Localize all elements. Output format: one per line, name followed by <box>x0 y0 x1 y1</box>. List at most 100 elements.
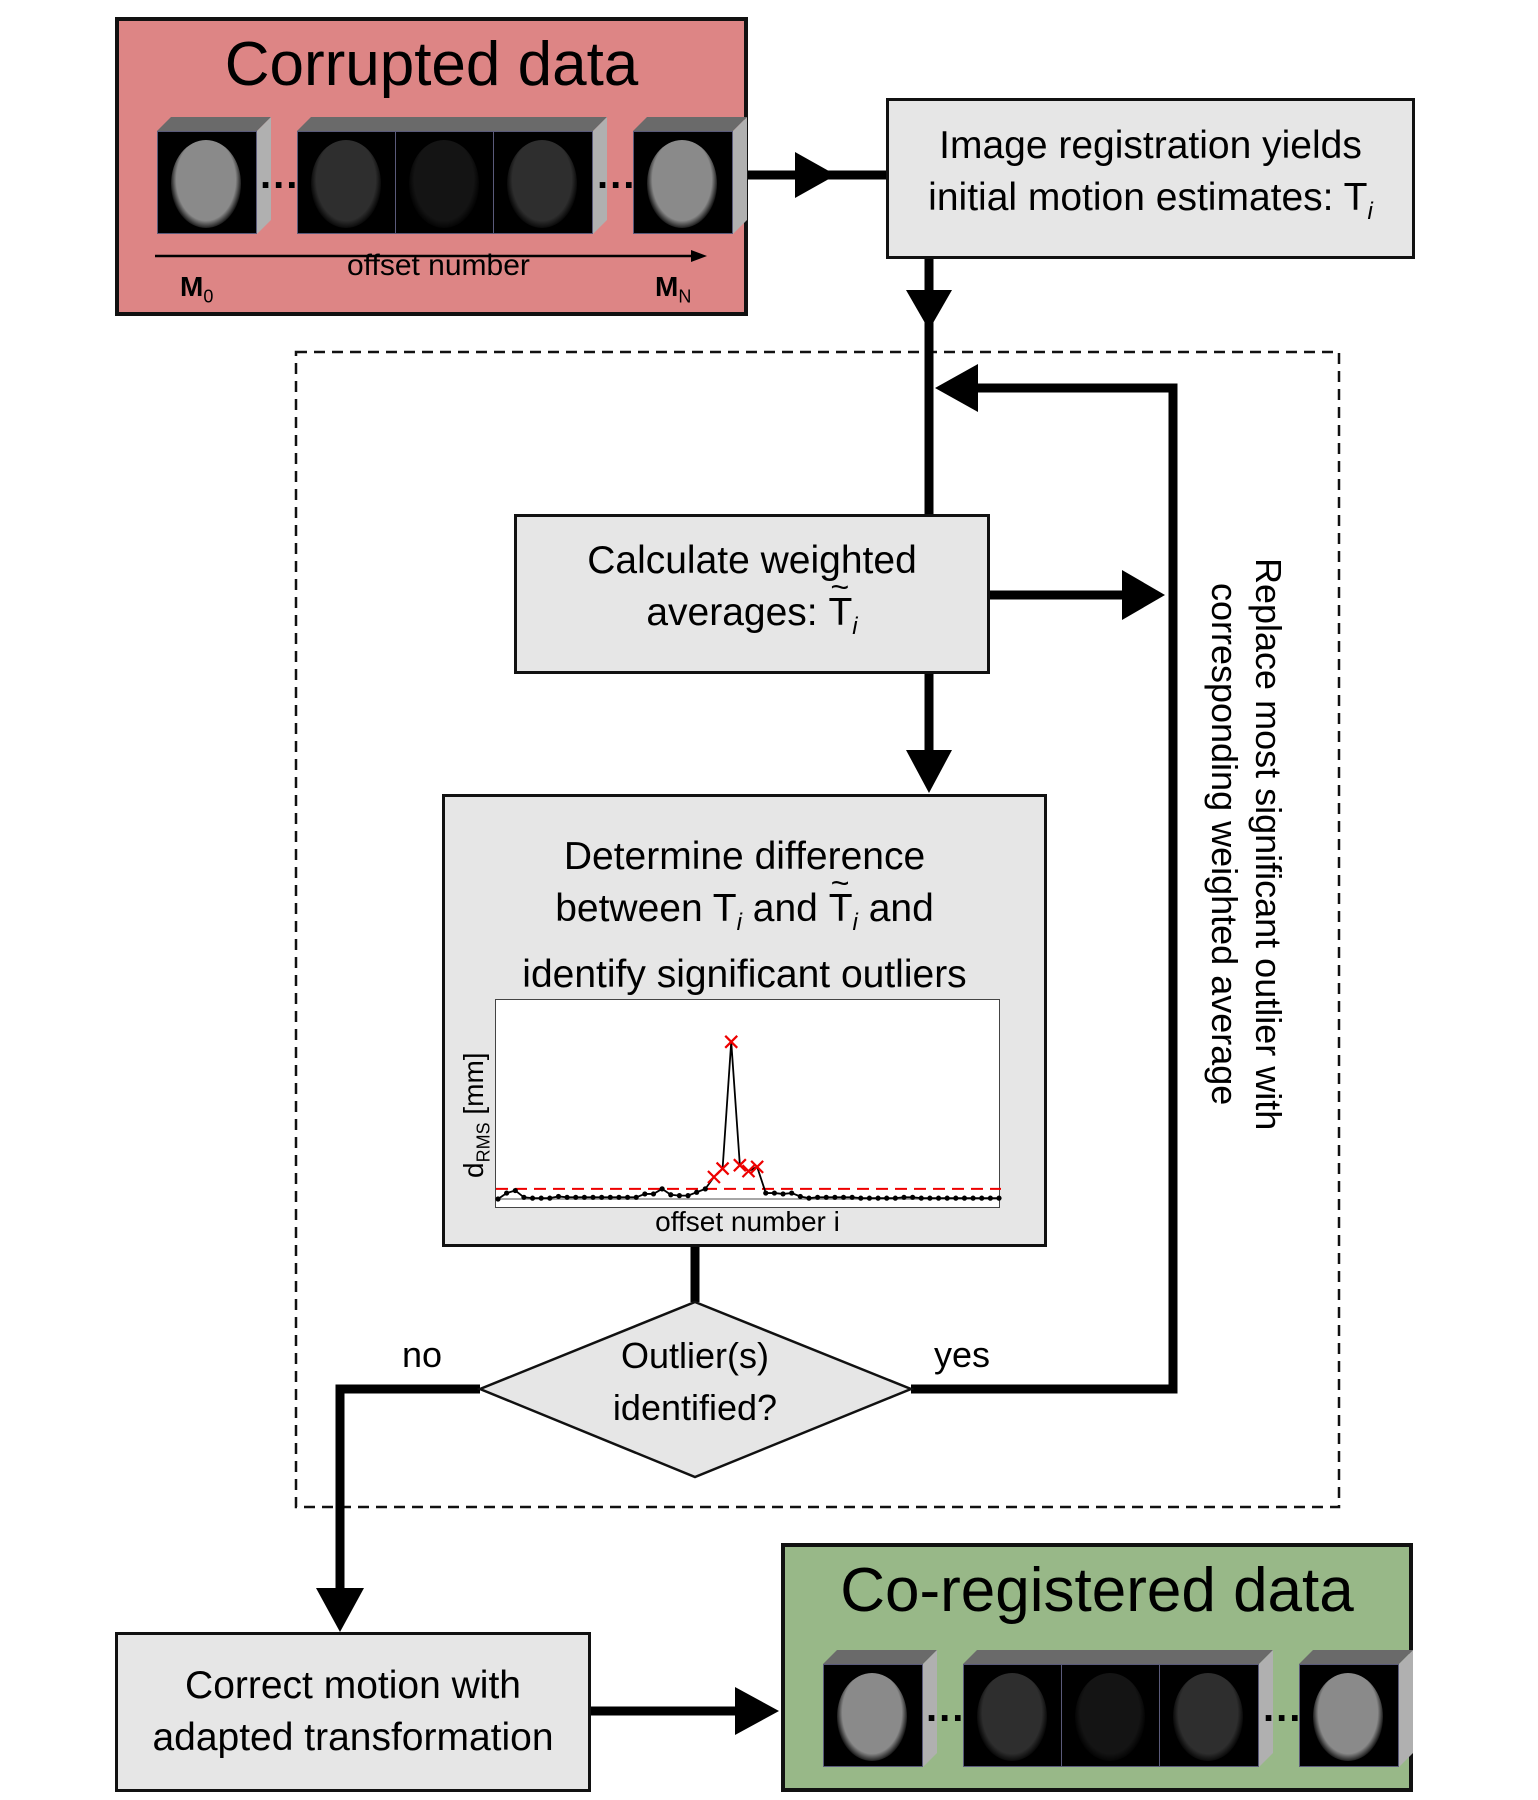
drms-chart <box>495 999 1002 1208</box>
no-label: no <box>402 1334 443 1375</box>
data-point <box>650 1191 657 1197</box>
image-registration-step: Image registration yields initial motion… <box>886 98 1415 259</box>
mri-slice-image <box>1061 1664 1161 1767</box>
mri-slice-image <box>297 131 397 234</box>
data-point <box>815 1194 821 1200</box>
ellipsis-dots: ... <box>926 1686 966 1730</box>
feedback-loop-line <box>911 383 1178 1394</box>
drms-chart-plot <box>495 1035 1002 1202</box>
offset-number-label: offset number <box>347 249 530 282</box>
mri-slice-image <box>823 1664 923 1767</box>
data-point <box>884 1195 890 1201</box>
t-tilde-symbol: T <box>828 561 852 639</box>
ellipsis-dots: ... <box>1263 1686 1303 1730</box>
outlier-marker <box>741 1164 756 1178</box>
data-point <box>996 1195 1002 1201</box>
data-point <box>668 1192 674 1198</box>
data-point <box>685 1193 691 1199</box>
mn-label: MN <box>655 271 692 307</box>
data-point <box>823 1194 829 1200</box>
data-point <box>935 1195 942 1201</box>
slice-top-face <box>1061 1650 1175 1664</box>
chart-y-label: dRMS [mm] <box>458 1052 494 1178</box>
iteration-loop-region <box>294 350 1341 1509</box>
correct-motion-step: Correct motion with adapted transformati… <box>115 1632 591 1792</box>
data-point <box>564 1194 570 1200</box>
head-outline <box>311 140 381 228</box>
corrupted-slices: ...... <box>157 117 747 237</box>
data-point <box>590 1194 596 1200</box>
head-outline <box>171 140 241 228</box>
correct-line2: adapted transformation <box>152 1716 554 1759</box>
data-point <box>694 1189 700 1195</box>
data-point <box>538 1195 544 1201</box>
drms-series-line <box>497 1041 999 1200</box>
slice-top-face <box>493 117 607 131</box>
data-point <box>573 1194 579 1200</box>
arrowhead-down-icon <box>906 290 952 330</box>
registration-line1: Image registration yields <box>939 123 1362 167</box>
decision-text: Outlier(s) identified? <box>612 1335 778 1428</box>
data-point <box>953 1195 959 1201</box>
slice-side-face <box>923 1650 937 1767</box>
data-point <box>789 1190 795 1196</box>
data-point <box>512 1187 518 1194</box>
data-point <box>616 1194 622 1200</box>
slice-top-face <box>395 117 509 131</box>
data-point <box>918 1195 924 1201</box>
data-point <box>633 1194 639 1200</box>
slice-top-face <box>297 117 411 131</box>
difference-line3: identify significant outliers <box>522 952 967 996</box>
slice-top-face <box>1159 1650 1273 1664</box>
mri-slice-image <box>1299 1664 1399 1767</box>
data-point <box>504 1190 510 1196</box>
decision-diamond <box>476 1300 915 1479</box>
mri-slice-image <box>493 131 593 234</box>
arrowhead-down-icon <box>316 1588 364 1632</box>
data-point <box>529 1195 536 1201</box>
arrowhead-right-icon <box>1122 570 1165 620</box>
data-point <box>866 1195 873 1201</box>
data-point <box>659 1186 665 1192</box>
slice-top-face <box>157 117 271 131</box>
head-outline <box>647 140 717 228</box>
replace-outlier-text: Replace most significant outlier with co… <box>1204 558 1289 1131</box>
coregistered-slices: ...... <box>823 1650 1413 1770</box>
data-point <box>581 1194 587 1200</box>
m0-label: M0 <box>180 271 214 307</box>
data-point <box>607 1194 613 1200</box>
slice-side-face <box>593 117 607 234</box>
slice-side-face <box>257 117 271 234</box>
head-outline <box>1075 1673 1145 1761</box>
mri-slice-image <box>1159 1664 1259 1767</box>
coregistered-data-panel: Co-registered data ...... <box>781 1543 1413 1792</box>
head-outline <box>977 1673 1047 1761</box>
ellipsis-dots: ... <box>260 153 300 197</box>
data-point <box>944 1195 950 1201</box>
data-point <box>495 1196 501 1202</box>
no-path-line <box>335 1384 480 1590</box>
outlier-marker <box>733 1158 747 1172</box>
data-point <box>849 1194 855 1200</box>
data-point <box>676 1193 682 1199</box>
chart-x-label: offset number i <box>655 1206 840 1237</box>
outlier-marker <box>750 1160 764 1174</box>
head-outline <box>1173 1673 1243 1761</box>
data-point <box>702 1186 708 1192</box>
data-point <box>910 1194 916 1200</box>
data-point <box>642 1191 648 1197</box>
data-point <box>547 1195 553 1201</box>
data-point <box>961 1195 968 1201</box>
mri-slice-image <box>963 1664 1063 1767</box>
data-point <box>797 1193 803 1200</box>
slice-side-face <box>733 117 747 234</box>
mri-slice-image <box>633 131 733 234</box>
arrowhead-left-icon <box>935 364 978 412</box>
slice-top-face <box>963 1650 1077 1664</box>
data-point <box>987 1195 993 1201</box>
slice-top-face <box>633 117 747 131</box>
weighted-line1: Calculate weighted <box>587 539 917 583</box>
mri-slice-image <box>157 131 257 234</box>
head-outline <box>409 140 479 228</box>
